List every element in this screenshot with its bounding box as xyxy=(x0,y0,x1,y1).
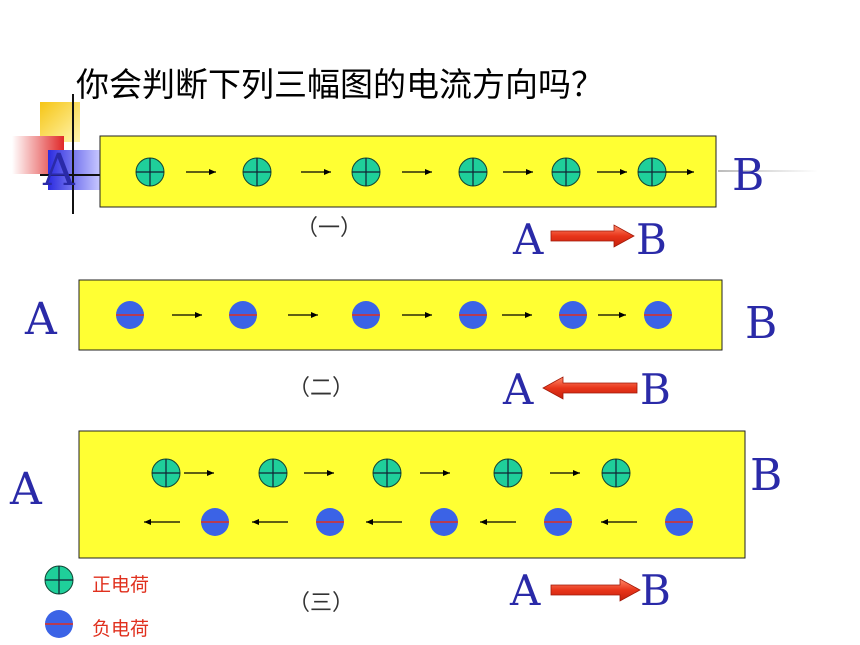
motion-arrow-head xyxy=(619,312,626,318)
panel-3-negative-motion-arrow xyxy=(480,519,516,525)
motion-arrow-head xyxy=(601,519,608,525)
panel-1-positive-charge xyxy=(242,157,272,187)
panel-3-negative-charge xyxy=(316,508,344,536)
panel-3-negative-motion-arrow xyxy=(252,519,288,525)
panel-1-positive-charge xyxy=(637,157,667,187)
panel-3-current-arrow xyxy=(550,578,641,602)
panel-2-end-b: B xyxy=(745,298,777,349)
motion-arrow-head xyxy=(526,169,533,175)
panel-1-answer-a: A xyxy=(512,215,544,264)
motion-arrow-head xyxy=(144,519,151,525)
panel-2-motion-arrow xyxy=(502,312,532,318)
motion-arrow-head xyxy=(573,470,580,476)
motion-arrow-head xyxy=(366,519,373,525)
panel-1-answer-b: B xyxy=(636,215,667,264)
panel-3-end-b: B xyxy=(750,450,782,501)
panel-1-motion-arrow xyxy=(503,169,533,175)
motion-arrow-head xyxy=(195,312,202,318)
motion-arrow-head xyxy=(209,169,216,175)
panel-3-negative-motion-arrow xyxy=(601,519,637,525)
motion-arrow-head xyxy=(525,312,532,318)
motion-arrow-head xyxy=(324,169,331,175)
panel-2-negative-charge xyxy=(116,301,144,329)
legend-positive-label: 正电荷 xyxy=(92,574,150,596)
panel-2-negative-charge xyxy=(229,301,257,329)
panel-3-positive-charge xyxy=(372,458,402,488)
logo-fade-line xyxy=(718,170,818,172)
panel-2-negative-charge xyxy=(459,301,487,329)
panel-2-end-a: A xyxy=(24,294,58,345)
panel-1-end-b: B xyxy=(732,150,764,201)
panel-3-positive-motion-arrow xyxy=(184,470,214,476)
panel-3-positive-charge xyxy=(258,458,288,488)
panel-1-label: （一） xyxy=(296,216,363,241)
panel-1-positive-charge xyxy=(135,157,165,187)
panel-3-negative-charge xyxy=(430,508,458,536)
motion-arrow-head xyxy=(207,470,214,476)
panel-3 xyxy=(78,430,746,559)
panel-2-motion-arrow xyxy=(172,312,202,318)
panel-1-motion-arrow xyxy=(597,169,627,175)
panel-1-end-a: A xyxy=(42,145,76,196)
panel-3-label: （三） xyxy=(288,591,355,616)
question-title: 你会判断下列三幅图的电流方向吗？ xyxy=(76,65,604,104)
panel-3-answer-a: A xyxy=(509,566,541,615)
panel-2-motion-arrow xyxy=(288,312,318,318)
panel-2-negative-charge xyxy=(352,301,380,329)
motion-arrow-head xyxy=(311,312,318,318)
legend-negative-label: 负电荷 xyxy=(92,618,150,640)
panel-3-negative-motion-arrow xyxy=(366,519,402,525)
panel-3-positive-charge xyxy=(493,458,523,488)
panel-2-negative-charge xyxy=(644,301,672,329)
panel-1-current-arrow xyxy=(550,224,635,248)
panel-3-positive-motion-arrow xyxy=(550,470,580,476)
panel-2-answer-a: A xyxy=(502,365,534,414)
legend-negative-icon xyxy=(45,610,73,638)
motion-arrow-head xyxy=(620,169,627,175)
legend-positive-icon xyxy=(44,565,74,595)
logo-square-blue xyxy=(48,150,100,190)
logo-horizontal-line xyxy=(40,174,102,176)
panel-2-motion-arrow xyxy=(402,312,432,318)
panel-3-end-a: A xyxy=(9,464,43,515)
panel-3-positive-motion-arrow xyxy=(304,470,334,476)
motion-arrow-head xyxy=(480,519,487,525)
panel-2-negative-charge xyxy=(559,301,587,329)
motion-arrow-head xyxy=(443,470,450,476)
panel-3-answer-b: B xyxy=(640,566,671,615)
panel-3-negative-charge xyxy=(544,508,572,536)
panel-2-answer-b: B xyxy=(640,365,671,414)
motion-arrow-head xyxy=(687,169,694,175)
panel-1-positive-charge xyxy=(351,157,381,187)
panel-1-positive-charge xyxy=(458,157,488,187)
panel-3-negative-charge xyxy=(201,508,229,536)
motion-arrow-head xyxy=(425,169,432,175)
panel-1-motion-arrow xyxy=(402,169,432,175)
panel-1-positive-charge xyxy=(551,157,581,187)
panel-3-positive-charge xyxy=(151,458,181,488)
panel-3-negative-charge xyxy=(665,508,693,536)
panel-2-motion-arrow xyxy=(598,312,626,318)
panel-3-negative-motion-arrow xyxy=(144,519,180,525)
panel-3-positive-motion-arrow xyxy=(420,470,450,476)
motion-arrow-head xyxy=(252,519,259,525)
motion-arrow-head xyxy=(425,312,432,318)
panel-1-motion-arrow xyxy=(186,169,216,175)
motion-arrow-head xyxy=(327,470,334,476)
panel-3-positive-charge xyxy=(601,458,631,488)
panel-1-motion-arrow xyxy=(666,169,694,175)
panel-2-label: （二） xyxy=(288,376,355,401)
logo-vertical-line xyxy=(72,94,74,214)
panel-1-motion-arrow xyxy=(301,169,331,175)
panel-2-current-arrow xyxy=(542,376,638,400)
